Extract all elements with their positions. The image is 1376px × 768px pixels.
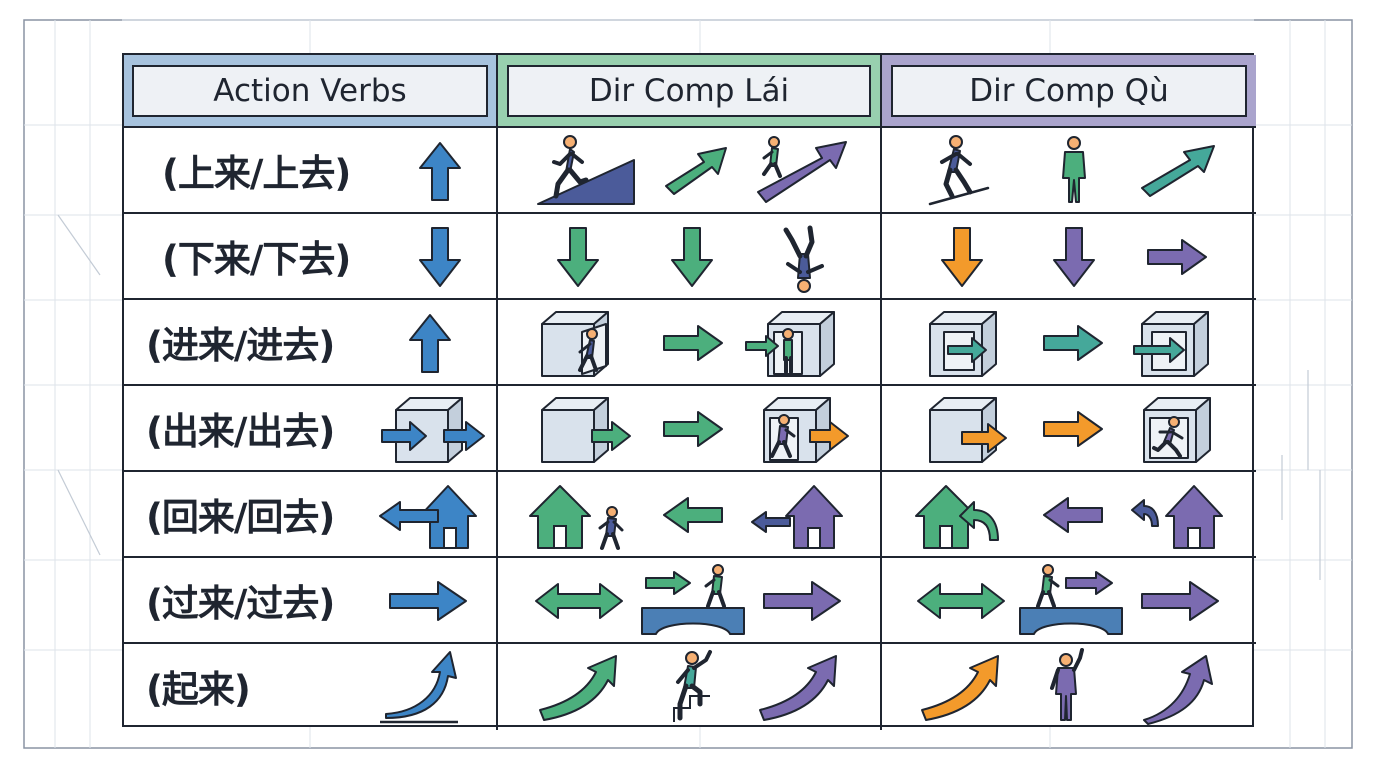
person-on-rising-arrow-icon: [757, 136, 847, 203]
house-with-curved-arrow-icon: [915, 485, 999, 549]
double-arrow-icon: [535, 583, 623, 619]
person-entering-box-icon: [745, 311, 835, 377]
row-2-qu-cell: [882, 214, 1256, 300]
row-2-verb-cell: (下来/下去): [124, 214, 498, 300]
person-climbing-ramp-icon: [537, 135, 635, 205]
row-7-lai-cell: [498, 644, 882, 730]
arrow-into-box-icon: [1133, 311, 1209, 377]
up-right-arrow-icon: [1141, 145, 1215, 197]
row-4-lai-cell: [498, 386, 882, 472]
row-6-verb-cell: (过来/过去): [124, 558, 498, 644]
verb-label: (起来): [146, 668, 251, 711]
arrow-to-house-icon: [379, 485, 477, 549]
arrow-into-box-icon: [929, 311, 997, 377]
up-arrow-icon: [419, 142, 461, 201]
down-arrow-icon: [419, 227, 461, 287]
row-6-lai-cell: [498, 558, 882, 644]
person-crossing-bridge-icon: [641, 564, 745, 635]
row-1-qu-cell: [882, 128, 1256, 214]
person-standing-icon: [1062, 136, 1086, 203]
left-arrow-icon: [663, 497, 723, 533]
arrow-to-house-icon: [751, 485, 843, 549]
right-arrow-icon: [663, 411, 723, 447]
person-raising-hand-icon: [1050, 648, 1084, 721]
verb-label: (出来/出去): [146, 410, 335, 453]
right-arrow-icon: [663, 325, 723, 361]
header-dir-comp-lai-label: Dir Comp Lái: [507, 64, 871, 117]
right-arrow-icon: [1043, 325, 1103, 361]
row-4-verb-cell: (出来/出去): [124, 386, 498, 472]
person-running-in-box-icon: [1143, 397, 1211, 463]
row-3-verb-cell: (进来/进去): [124, 300, 498, 386]
header-action-verbs-label: Action Verbs: [132, 64, 488, 117]
header-action-verbs: Action Verbs: [124, 55, 498, 128]
rising-curve-arrow-icon: [539, 655, 617, 721]
down-arrow-icon: [557, 227, 599, 287]
down-arrow-icon: [1053, 227, 1095, 287]
row-6-qu-cell: [882, 558, 1256, 644]
person-snowboarding-icon: [928, 135, 990, 206]
row-5-verb-cell: (回来/回去): [124, 472, 498, 558]
verb-label: (回来/回去): [146, 496, 335, 539]
arrow-out-of-box-icon: [929, 397, 1007, 463]
person-falling-icon: [783, 225, 824, 293]
verb-label: (进来/进去): [146, 324, 335, 367]
arrow-out-of-box-icon: [541, 397, 631, 463]
verb-label: (下来/下去): [162, 238, 351, 281]
rising-curve-arrow-icon: [380, 651, 458, 724]
verb-label: (过来/过去): [146, 582, 335, 625]
row-3-qu-cell: [882, 300, 1256, 386]
curved-arrow-to-house-icon: [1131, 485, 1223, 549]
person-stepping-up-icon: [673, 650, 712, 722]
row-1-verb-cell: (上来/上去): [124, 128, 498, 214]
down-arrow-icon: [941, 227, 983, 287]
right-arrow-icon: [1043, 411, 1103, 447]
verb-label: (上来/上去): [162, 152, 351, 195]
double-arrow-icon: [917, 583, 1005, 619]
right-arrow-icon: [1141, 581, 1219, 621]
rising-curve-arrow-icon: [759, 655, 837, 721]
rising-curve-arrow-icon: [1143, 655, 1213, 725]
person-crossing-bridge-icon: [1019, 564, 1123, 635]
down-arrow-icon: [671, 227, 713, 287]
right-arrow-icon: [1147, 239, 1207, 275]
header-dir-comp-qu: Dir Comp Qù: [882, 55, 1256, 128]
rising-curve-arrow-icon: [921, 655, 999, 721]
row-2-lai-cell: [498, 214, 882, 300]
row-7-qu-cell: [882, 644, 1256, 730]
header-dir-comp-qu-label: Dir Comp Qù: [891, 64, 1247, 117]
row-3-lai-cell: [498, 300, 882, 386]
right-arrow-icon: [389, 581, 467, 621]
up-arrow-icon: [409, 314, 451, 373]
up-right-arrow-icon: [665, 147, 727, 195]
right-arrow-icon: [763, 581, 841, 621]
row-1-lai-cell: [498, 128, 882, 214]
arrow-through-box-icon: [381, 397, 485, 463]
person-exiting-box-icon: [763, 397, 849, 463]
row-7-verb-cell: (起来): [124, 644, 498, 730]
direction-complement-table: Action Verbs Dir Comp Lái Dir Comp Qù (上…: [122, 53, 1256, 730]
left-arrow-icon: [1043, 497, 1103, 533]
row-4-qu-cell: [882, 386, 1256, 472]
row-5-qu-cell: [882, 472, 1256, 558]
row-5-lai-cell: [498, 472, 882, 558]
header-dir-comp-lai: Dir Comp Lái: [498, 55, 882, 128]
house-with-person-icon: [529, 485, 624, 550]
person-in-box-icon: [541, 311, 609, 377]
